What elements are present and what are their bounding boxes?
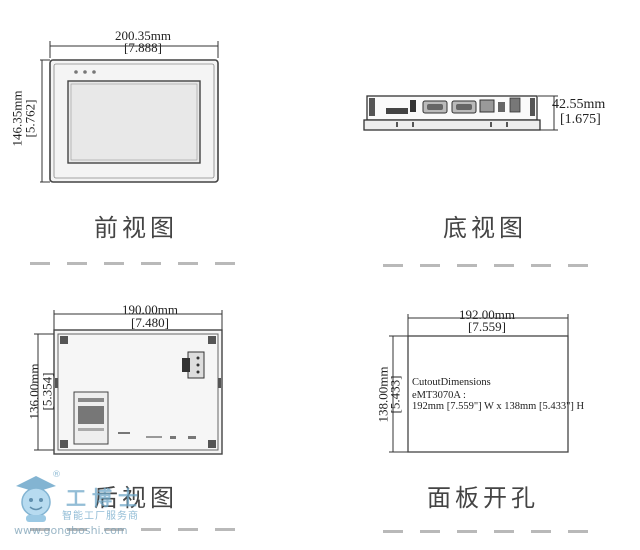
- bottom-divider: [383, 252, 605, 267]
- bottom-depth-in: [1.675]: [560, 112, 601, 127]
- cutout-height-in: [5.433]: [387, 375, 403, 414]
- front-height-in: [5.762]: [22, 99, 38, 138]
- rear-width-mm: 190.00mm: [122, 302, 178, 317]
- rear-height-in: [5.354]: [39, 372, 55, 411]
- rear-divider: [30, 516, 252, 531]
- watermark-reg: ®: [52, 470, 61, 480]
- cutout-divider: [383, 518, 605, 533]
- front-view-drawing: [40, 41, 219, 183]
- rear-view-caption: 后视图: [94, 484, 178, 512]
- cutout-drawing: [389, 314, 569, 453]
- front-divider: [30, 250, 252, 265]
- cutout-model: eMT3070A :: [412, 390, 466, 401]
- cutout-spec: 192mm [7.559"] W x 138mm [5.433"] H: [412, 401, 585, 412]
- front-width-mm: 200.35mm: [115, 28, 171, 43]
- bottom-depth-mm: 42.55mm: [552, 97, 606, 112]
- cutout-title: CutoutDimensions: [412, 377, 491, 388]
- watermark-tagline: 智能工厂服务商: [62, 511, 139, 522]
- rear-view-drawing: [34, 310, 223, 455]
- cutout-view-caption: 面板开孔: [427, 484, 539, 512]
- bottom-view-drawing: [363, 95, 558, 131]
- bottom-view-caption: 底视图: [443, 214, 527, 242]
- watermark-url: www.gongboshi.com: [14, 524, 128, 537]
- watermark-brand: 工博士: [66, 486, 144, 510]
- rear-width-in: [7.480]: [131, 315, 169, 330]
- mascot-logo: [16, 476, 56, 522]
- cutout-width-in: [7.559]: [468, 319, 506, 334]
- front-width-in: [7.888]: [124, 40, 162, 55]
- front-view-caption: 前视图: [94, 214, 178, 242]
